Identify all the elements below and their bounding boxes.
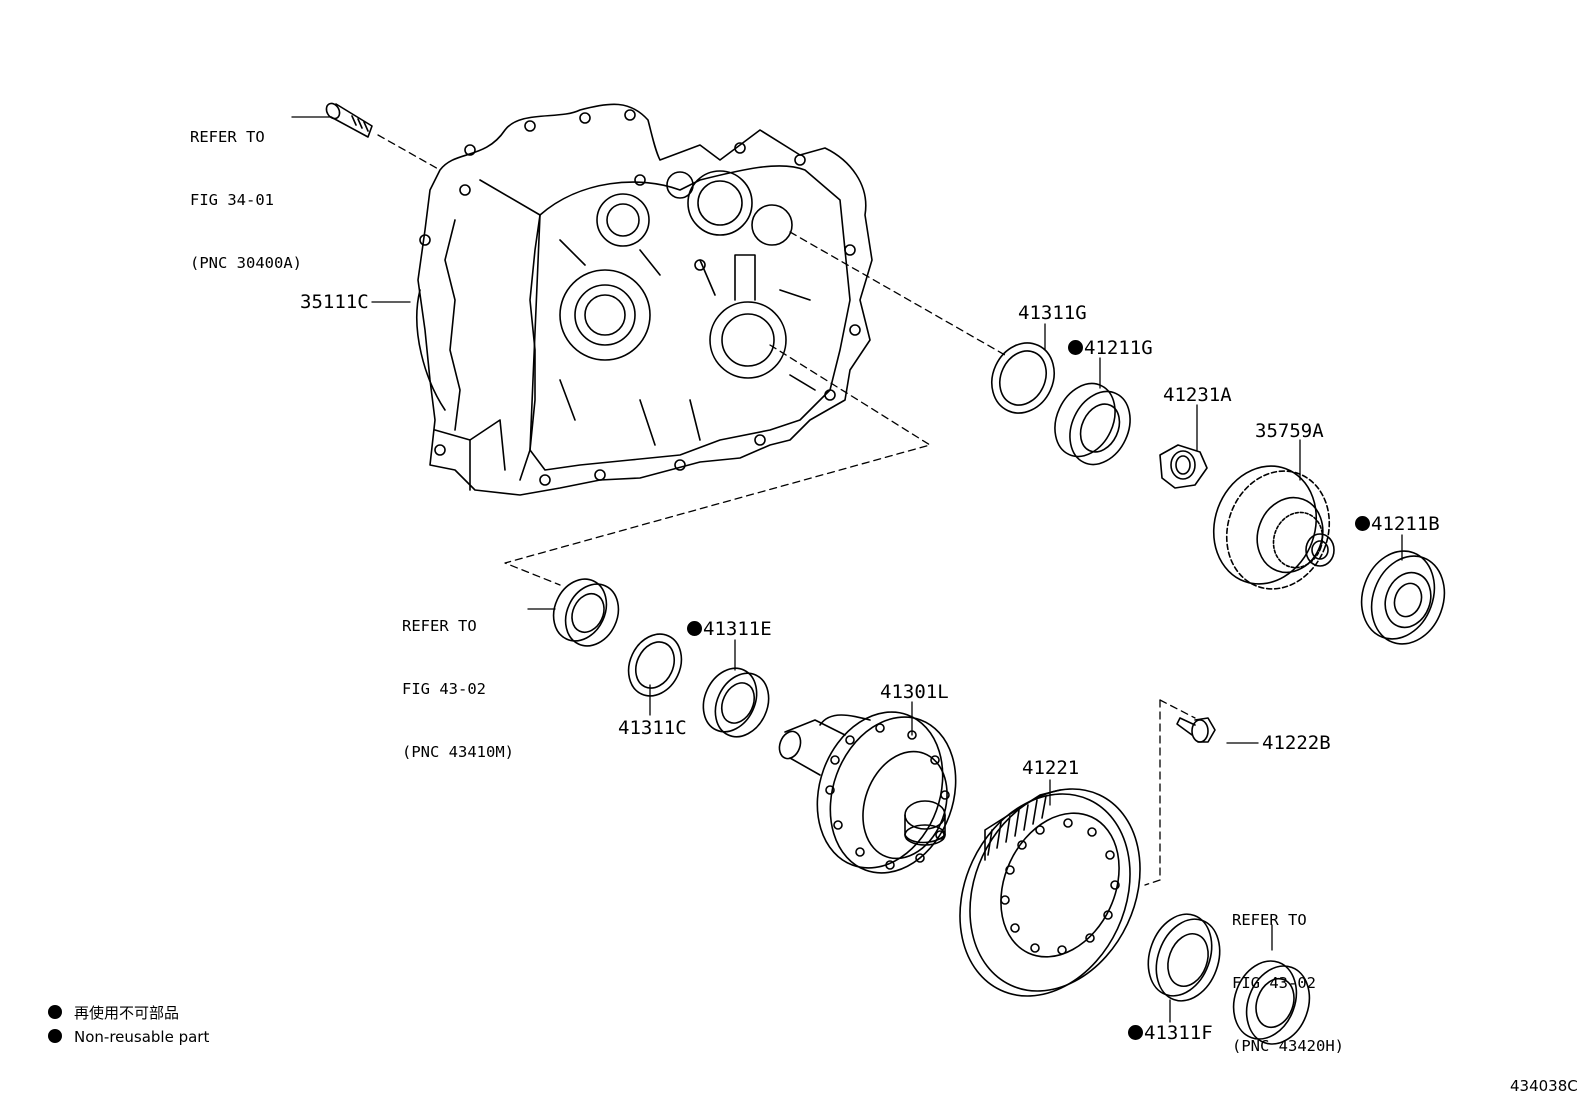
transmission-case-icon — [416, 103, 873, 496]
bearing-41211B-icon — [1360, 550, 1446, 645]
non-reusable-dot-icon — [48, 1005, 62, 1019]
part-label-41231A: 41231A — [1163, 384, 1232, 406]
non-reusable-dot-icon — [1068, 340, 1083, 355]
case-bolt-holes — [825, 723, 950, 870]
part-label-41221: 41221 — [1022, 757, 1080, 779]
flange-bolt-holes — [419, 109, 861, 486]
ref-line-2: FIG 43-02 — [1232, 974, 1316, 992]
bearing-43420H-icon — [1232, 960, 1311, 1045]
part-label-41222B: 41222B — [1262, 732, 1331, 754]
part-label-41311E: 41311E — [687, 618, 772, 640]
part-label-41301L: 41301L — [880, 681, 949, 703]
bearing-41211G-icon — [1054, 382, 1131, 466]
legend-english: Non-reusable part — [48, 1028, 209, 1046]
differential-case-41301L-icon — [778, 711, 957, 874]
refer-to-fig-43-02-43410M: REFER TO FIG 43-02 (PNC 43410M) — [402, 574, 514, 784]
part-label-41311F: 41311F — [1128, 1022, 1213, 1044]
ref-line-3: (PNC 30400A) — [190, 254, 302, 272]
bolt-icon — [325, 102, 373, 138]
bolt-41222B-icon — [1176, 717, 1216, 743]
ring-41311C-icon — [627, 633, 683, 697]
solid-leaders — [291, 116, 1403, 1023]
ring-41311G-icon — [991, 342, 1055, 414]
ref-line-3: (PNC 43420H) — [1232, 1037, 1344, 1055]
gear-35759A-icon — [1212, 465, 1335, 590]
legend-text: 再使用不可部品 — [74, 1004, 180, 1022]
non-reusable-dot-icon — [1355, 516, 1370, 531]
non-reusable-dot-icon — [687, 621, 702, 636]
ref-line-1: REFER TO — [402, 617, 477, 635]
ref-line-2: FIG 34-01 — [190, 191, 274, 209]
bearing-41311E-icon — [702, 667, 770, 738]
part-label-41311G: 41311G — [1018, 302, 1087, 324]
non-reusable-dot-icon — [1128, 1025, 1143, 1040]
legend-japanese: 再使用不可部品 — [48, 1002, 179, 1023]
part-label-35759A: 35759A — [1255, 420, 1324, 442]
bearing-43410M-icon — [552, 578, 620, 647]
part-number: 41311E — [703, 618, 772, 640]
nut-41231A-icon — [1159, 444, 1208, 489]
part-label-41211G: 41211G — [1068, 337, 1153, 359]
ring-gear-bolt-holes — [1000, 818, 1120, 955]
bearing-41311F-icon — [1147, 913, 1221, 1002]
figure-number: 434038C — [1510, 1077, 1578, 1095]
part-label-41311C: 41311C — [618, 717, 687, 739]
part-number: 41211B — [1371, 513, 1440, 535]
dashed-leaders — [377, 134, 1196, 886]
ref-line-1: REFER TO — [1232, 911, 1307, 929]
ref-line-2: FIG 43-02 — [402, 680, 486, 698]
part-label-35111C: 35111C — [300, 291, 369, 313]
non-reusable-dot-icon — [48, 1029, 62, 1043]
ring-gear-41221-icon — [959, 788, 1141, 997]
part-number: 41211G — [1084, 337, 1153, 359]
ref-line-3: (PNC 43410M) — [402, 743, 514, 761]
legend-text: Non-reusable part — [74, 1028, 210, 1046]
part-label-41211B: 41211B — [1355, 513, 1440, 535]
ref-line-1: REFER TO — [190, 128, 265, 146]
refer-to-fig-34-01: REFER TO FIG 34-01 (PNC 30400A) — [190, 85, 302, 295]
part-number: 41311F — [1144, 1022, 1213, 1044]
refer-to-fig-43-02-43420H: REFER TO FIG 43-02 (PNC 43420H) — [1232, 868, 1344, 1078]
